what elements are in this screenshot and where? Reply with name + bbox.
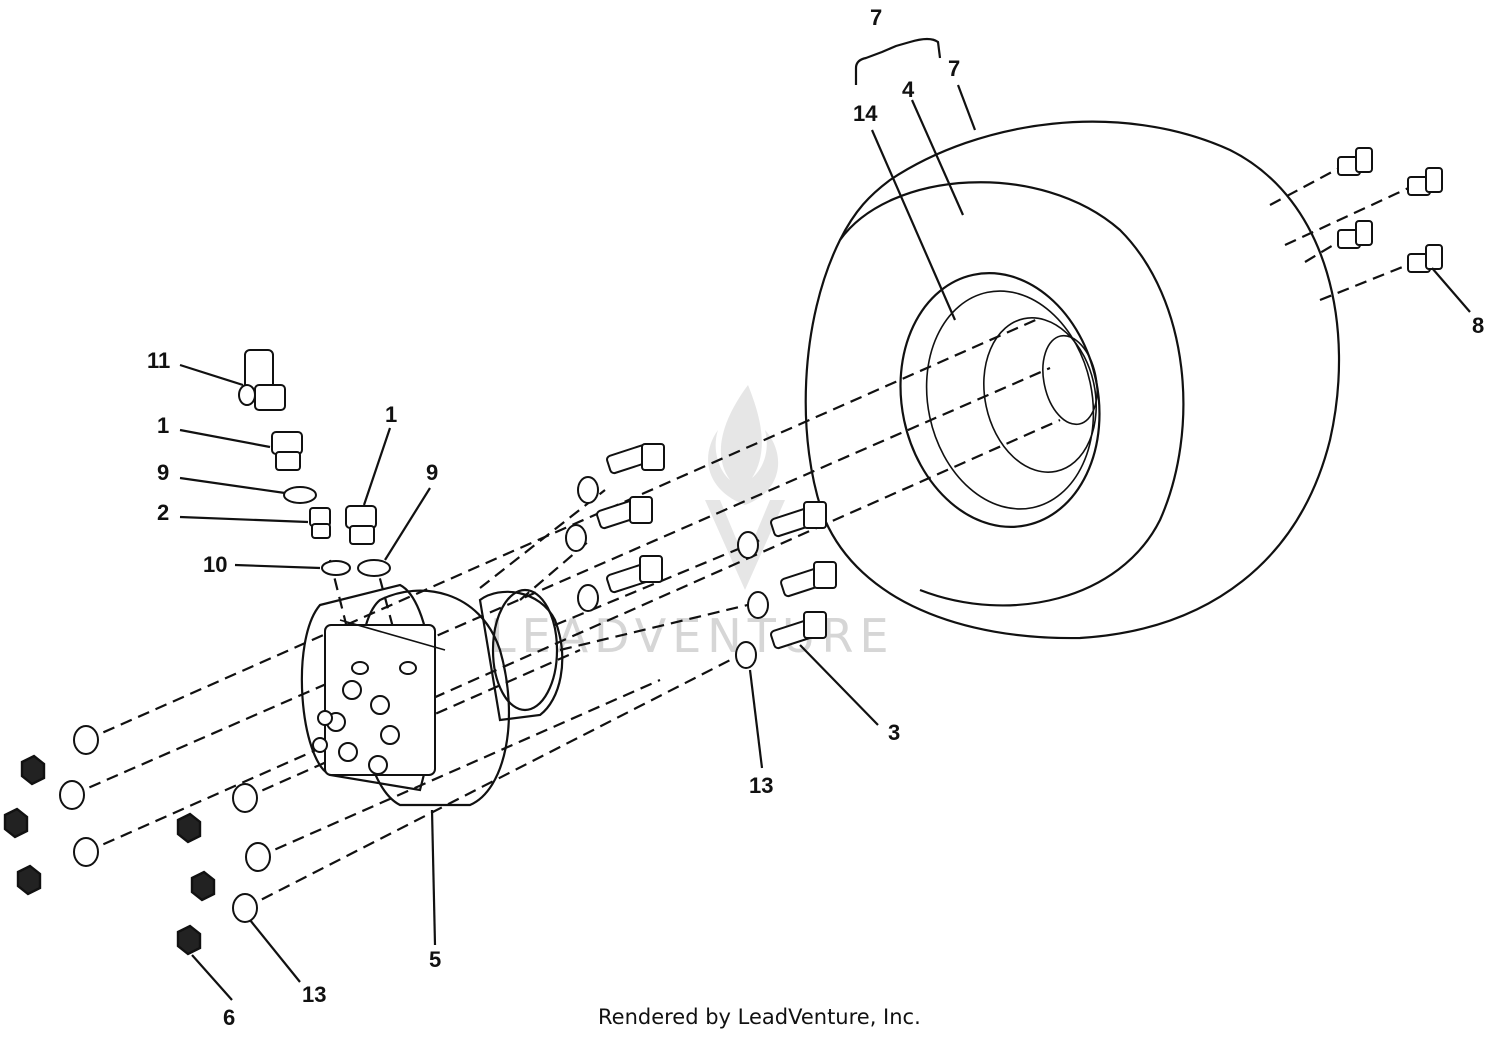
hex-nut xyxy=(190,870,216,902)
motor-shaft-flange xyxy=(478,590,564,722)
tire-sidewall xyxy=(839,181,1185,607)
motor-port xyxy=(399,661,417,675)
callout-1-right: 1 xyxy=(385,402,397,427)
bolt xyxy=(770,611,827,650)
motor-shaft-collar xyxy=(491,588,559,712)
motor-bolt xyxy=(312,737,328,753)
lug-nut xyxy=(1407,244,1443,273)
wheel-hub xyxy=(983,317,1097,473)
callout-11: 11 xyxy=(147,348,170,373)
washer xyxy=(735,641,757,669)
callout-1-left: 1 xyxy=(157,413,169,438)
callout-7-top: 7 xyxy=(870,5,882,30)
hex-nut xyxy=(176,812,202,844)
callout-2: 2 xyxy=(157,500,169,525)
motor-bolt xyxy=(380,725,400,745)
washer xyxy=(59,780,85,810)
hub-bolts xyxy=(565,443,837,669)
motor-bolt xyxy=(368,755,388,775)
washer xyxy=(747,591,769,619)
callout-5: 5 xyxy=(429,947,441,972)
hex-nut xyxy=(20,754,46,786)
motor-bolt xyxy=(317,710,333,726)
straight-fitting xyxy=(345,505,377,545)
washer xyxy=(577,584,599,612)
washer xyxy=(232,893,258,923)
bracket xyxy=(854,37,942,85)
motor-flange xyxy=(300,583,434,792)
motor-bolt xyxy=(370,695,390,715)
bolt xyxy=(780,561,837,598)
straight-fitting xyxy=(271,431,303,471)
washer xyxy=(232,783,258,813)
washer xyxy=(73,725,99,755)
lug-nut xyxy=(1337,147,1373,176)
callout-13-left: 13 xyxy=(302,982,326,1007)
lug-nut xyxy=(1337,220,1373,249)
motor-bolt xyxy=(342,680,362,700)
washer xyxy=(577,476,599,504)
washer xyxy=(565,524,587,552)
callout-4: 4 xyxy=(902,77,915,102)
hydraulic-fittings xyxy=(238,349,391,577)
bolt xyxy=(596,496,653,530)
v-logo-icon xyxy=(705,500,785,590)
bolt xyxy=(770,501,827,538)
callout-10: 10 xyxy=(203,552,227,577)
elbow-fitting xyxy=(238,349,286,411)
bolt xyxy=(606,555,663,594)
lug-nut xyxy=(1407,167,1443,196)
washer xyxy=(73,837,99,867)
hex-nut xyxy=(3,807,29,839)
callout-8: 8 xyxy=(1472,313,1484,338)
bolt xyxy=(606,443,665,475)
washer xyxy=(737,531,759,559)
callout-3: 3 xyxy=(888,720,900,745)
callout-6: 6 xyxy=(223,1005,235,1030)
lug-nuts xyxy=(1337,147,1443,273)
o-ring xyxy=(321,560,351,576)
hex-nut xyxy=(176,924,202,956)
wheel-rim xyxy=(899,272,1101,528)
motor-port xyxy=(351,661,369,675)
wheel-rim-inner xyxy=(925,290,1095,510)
wheel-nuts-and-washers xyxy=(3,725,271,956)
washer xyxy=(245,842,271,872)
wheel-motor xyxy=(300,583,564,807)
leader-lines xyxy=(179,37,1471,1001)
motor-bolt xyxy=(338,742,358,762)
wheel-bore xyxy=(1042,334,1098,426)
small-fitting xyxy=(309,507,331,539)
callout-7-right: 7 xyxy=(948,56,960,81)
tire-wheel-assembly xyxy=(804,120,1341,640)
callout-9-right: 9 xyxy=(426,460,438,485)
callout-13-right: 13 xyxy=(749,773,773,798)
footer-credit: Rendered by LeadVenture, Inc. xyxy=(598,1005,921,1029)
tire xyxy=(804,120,1341,640)
o-ring xyxy=(357,559,391,577)
o-ring xyxy=(283,486,317,504)
callouts: 11 1 9 2 10 1 9 5 6 13 13 3 8 14 4 7 7 xyxy=(147,5,1484,1030)
hex-nut xyxy=(16,864,42,896)
callout-9-left: 9 xyxy=(157,460,169,485)
callout-14: 14 xyxy=(853,101,878,126)
flame-logo-icon xyxy=(708,385,779,505)
